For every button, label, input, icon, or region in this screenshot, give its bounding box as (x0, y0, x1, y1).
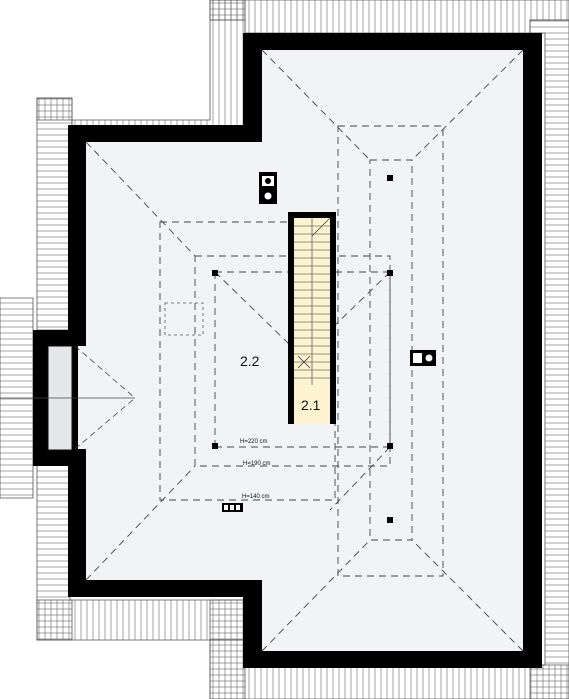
staircase (288, 212, 336, 424)
height-label-190: H=190 cm (243, 461, 271, 467)
ridge-nodes (212, 175, 393, 523)
chimney-outline (164, 302, 204, 336)
height-label-140: H=140 cm (242, 494, 270, 500)
outlet-icon (410, 350, 436, 366)
room-label-2-2: 2.2 (240, 353, 260, 369)
outlet-icon (259, 172, 277, 204)
roof-eave-top (209, 0, 569, 34)
outlet-icon (222, 503, 243, 512)
dormer-window (0, 330, 136, 466)
roof-eave-bottom-left-stub (209, 599, 246, 699)
roof-eave-left (36, 97, 73, 331)
room-label-2-1: 2.1 (301, 397, 321, 413)
height-label-220: H=220 cm (240, 439, 268, 445)
roof-eave-left-upper (209, 0, 246, 21)
